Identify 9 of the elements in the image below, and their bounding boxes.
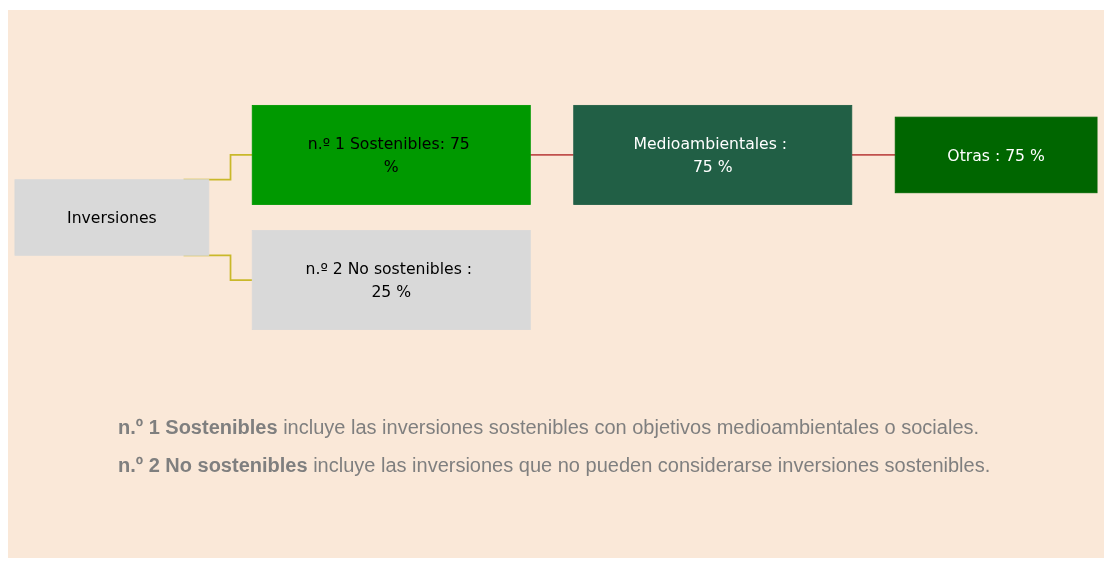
node-box: Otras : 75 %	[894, 116, 1098, 194]
node-box: Medioambientales : 75 %	[573, 104, 853, 205]
node-box: n.º 1 Sostenibles: 75 %	[251, 104, 531, 205]
note-text: n.º 1 Sostenibles incluye las inversiones sostenibles con objetivos medioambientales o sociales.	[118, 415, 981, 439]
node-box: Inversiones	[14, 179, 210, 256]
connector	[529, 154, 575, 156]
connector	[850, 154, 897, 156]
node-box: n.º 2 No sostenibles : 25 %	[251, 230, 531, 331]
note-text: n.º 2 No sostenibles incluye las inversiones que no pueden considerarse inversiones sostenibles.	[118, 453, 992, 477]
